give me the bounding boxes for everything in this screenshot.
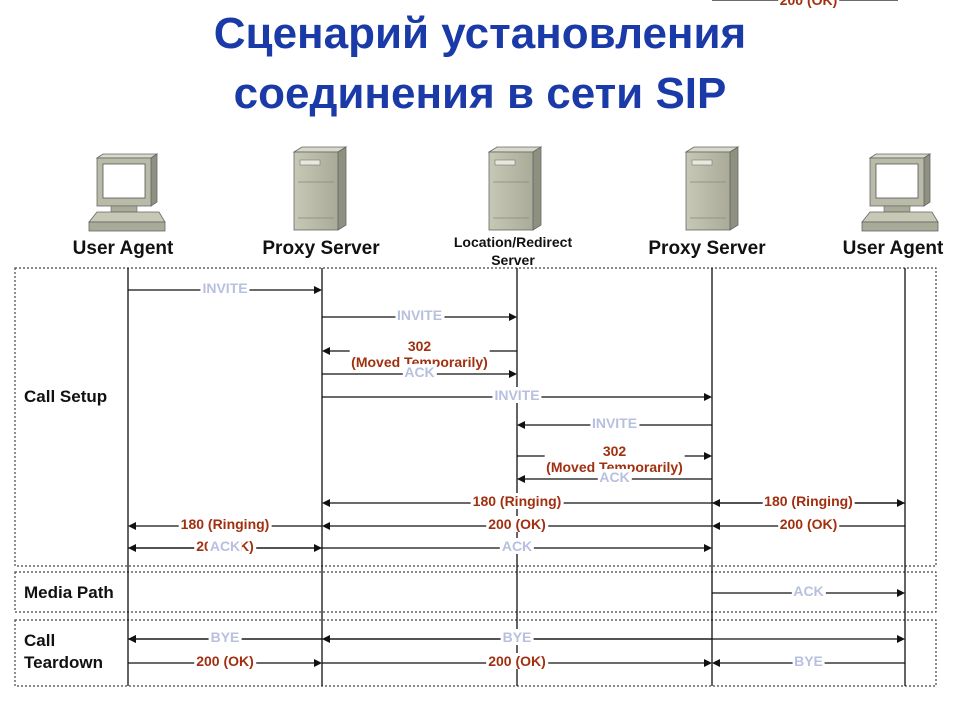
entity-label-loc: Location/Redirect Server: [453, 234, 573, 268]
message-label: INVITE: [589, 415, 640, 431]
message-label: 180 (Ringing): [762, 493, 855, 509]
entity-label-ua1: User Agent: [72, 238, 174, 259]
message-label: 180 (Ringing): [178, 516, 272, 532]
message-label: 200 (OK): [777, 516, 840, 532]
phase-box-media: [14, 571, 937, 613]
message-label: BYE: [208, 629, 242, 645]
message-label: INVITE: [492, 387, 542, 403]
message-label: INVITE: [394, 307, 445, 323]
message-label: 180 (Ringing): [470, 493, 564, 509]
message-label: INVITE: [200, 280, 250, 296]
message-label: 200 (OK): [486, 653, 548, 669]
phase-box-teardown: [14, 619, 937, 687]
entity-label-px2: Proxy Server: [648, 238, 766, 259]
server-icon: [487, 146, 543, 231]
message-label: ACK: [597, 469, 632, 485]
message-code: 302: [602, 443, 627, 459]
page-title: Сценарий установления соединения в сети …: [0, 4, 960, 124]
workstation-icon: [861, 153, 939, 232]
title-line-2: соединения в сети SIP: [233, 69, 727, 118]
phase-label-setup: Call Setup: [24, 387, 108, 406]
server-icon: [684, 146, 740, 231]
title-line-1: Сценарий установления: [213, 9, 747, 58]
server-icon: [292, 146, 348, 231]
message-reason: (Moved Temporarily): [351, 354, 488, 370]
phase-box-setup: [14, 267, 937, 567]
message-label: 200 (OK): [486, 516, 548, 532]
message-label: ACK: [499, 538, 535, 554]
message-label: 302(Moved Temporarily): [544, 443, 685, 475]
message-label: ACK: [207, 538, 243, 554]
message-reason: (Moved Temporarily): [546, 459, 683, 475]
phase-label-media: Media Path: [24, 583, 114, 602]
message-label: 200 (OK): [777, 0, 840, 8]
entity-label-ua2: User Agent: [842, 238, 944, 259]
workstation-icon: [88, 153, 166, 232]
message-label: BYE: [792, 653, 825, 669]
message-code: 302: [407, 338, 432, 354]
message-label: 200 (OK): [194, 653, 256, 669]
message-label: ACK: [791, 583, 826, 599]
entity-label-px1: Proxy Server: [262, 238, 380, 259]
message-label: BYE: [500, 629, 534, 645]
message-label: ACK: [402, 364, 437, 380]
